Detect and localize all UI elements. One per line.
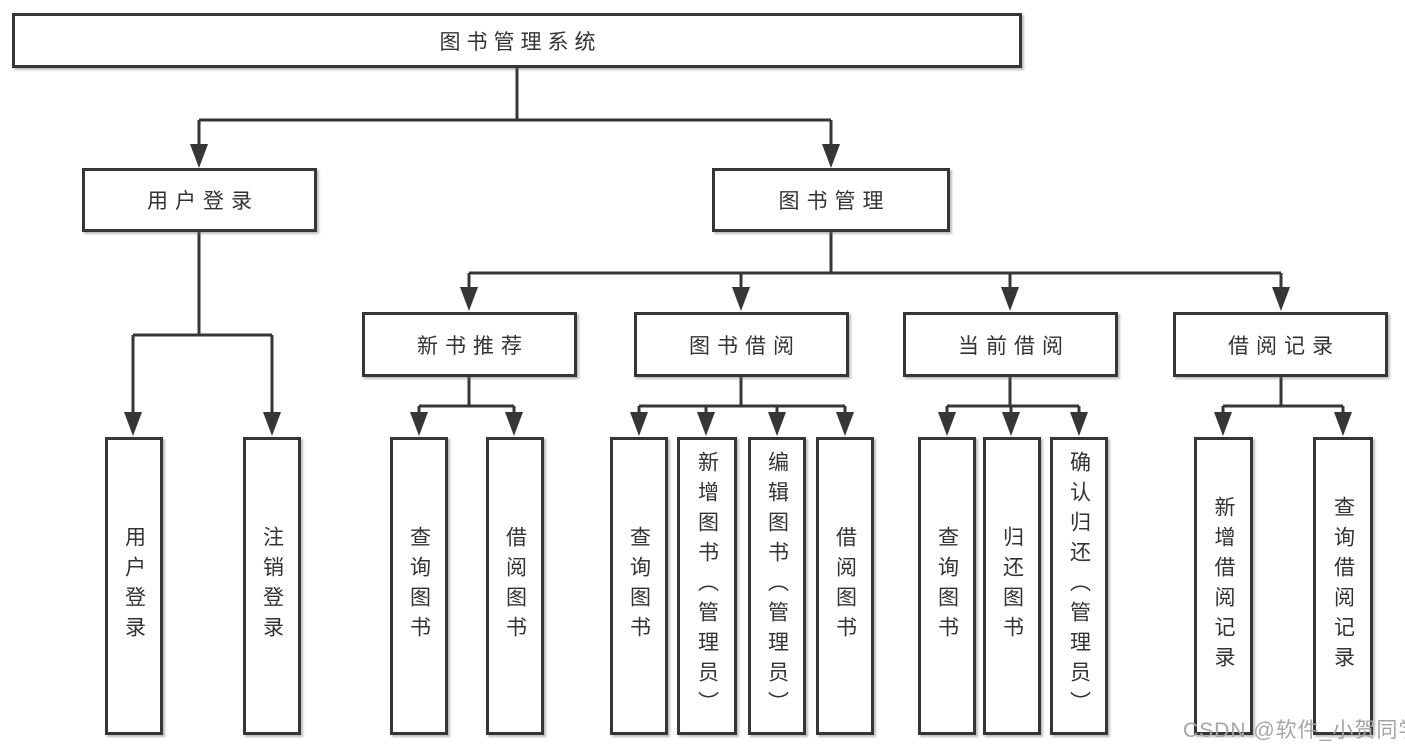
- node-current-borrowing: 当前借阅: [903, 312, 1118, 377]
- leaf-add-books-admin: 新增图书（管理员）: [677, 437, 737, 735]
- leaf-query-books-recommend: 查询图书: [390, 437, 448, 735]
- arrow-down-icon: [124, 412, 142, 436]
- leaf-return-books: 归还图书: [983, 437, 1041, 735]
- leaf-add-borrow-record: 新增借阅记录: [1194, 437, 1253, 735]
- arrow-down-icon: [505, 412, 523, 436]
- arrow-down-icon: [768, 412, 786, 436]
- leaf-borrow-books-recommend: 借阅图书: [486, 437, 544, 735]
- leaf-confirm-return-admin: 确认归还（管理员）: [1050, 437, 1108, 735]
- node-borrowing-records: 借阅记录: [1173, 312, 1388, 377]
- arrow-down-icon: [938, 412, 956, 436]
- arrow-down-icon: [410, 412, 428, 436]
- leaf-confirm-return-admin-label: 确认归还（管理员）: [1067, 451, 1091, 721]
- connector-book-borrowing-to-leaves: [630, 377, 854, 436]
- leaf-query-borrow-record: 查询借阅记录: [1313, 437, 1373, 735]
- node-new-book-recommendation: 新书推荐: [362, 312, 577, 377]
- connector-root-to-level2: [190, 68, 840, 168]
- leaf-user-login: 用户登录: [105, 437, 163, 735]
- leaf-borrow-books-borrowing-label: 借阅图书: [833, 526, 857, 646]
- arrow-down-icon: [732, 287, 750, 311]
- connector-user-login-to-leaves: [124, 232, 281, 436]
- leaf-query-books-current-label: 查询图书: [935, 526, 959, 646]
- arrow-down-icon: [836, 412, 854, 436]
- arrow-down-icon: [460, 287, 478, 311]
- node-book-borrowing: 图书借阅: [634, 312, 849, 377]
- node-borrowing-records-label: 借阅记录: [1228, 334, 1340, 358]
- arrow-down-icon: [822, 144, 840, 168]
- node-user-login-label: 用户登录: [147, 190, 259, 213]
- node-user-login: 用户登录: [82, 168, 317, 232]
- leaf-edit-books-admin-label: 编辑图书（管理员）: [765, 451, 789, 721]
- node-root-label: 图书管理系统: [439, 30, 602, 54]
- arrow-down-icon: [630, 412, 648, 436]
- arrow-down-icon: [190, 144, 208, 168]
- arrow-down-icon: [1272, 287, 1290, 311]
- arrow-down-icon: [697, 412, 715, 436]
- arrow-down-icon: [1334, 412, 1352, 436]
- node-book-management-label: 图书管理: [778, 190, 891, 213]
- arrow-down-icon: [1002, 412, 1020, 436]
- arrow-down-icon: [263, 412, 281, 436]
- node-new-book-recommendation-label: 新书推荐: [417, 334, 529, 358]
- arrow-down-icon: [1070, 412, 1088, 436]
- connector-borrowing-records-to-leaves: [1214, 377, 1352, 436]
- connector-current-borrowing-to-leaves: [938, 377, 1088, 436]
- leaf-query-borrow-record-label: 查询借阅记录: [1331, 496, 1355, 676]
- leaf-borrow-books-recommend-label: 借阅图书: [503, 526, 527, 646]
- arrow-down-icon: [1214, 412, 1232, 436]
- connector-book-management-to-level3: [460, 232, 1290, 311]
- node-book-borrowing-label: 图书借阅: [689, 334, 801, 358]
- node-book-management: 图书管理: [712, 168, 950, 232]
- leaf-query-books-recommend-label: 查询图书: [407, 526, 431, 646]
- connector-new-book-recommendation-to-leaves: [410, 377, 523, 436]
- leaf-add-books-admin-label: 新增图书（管理员）: [695, 451, 719, 721]
- leaf-edit-books-admin: 编辑图书（管理员）: [748, 437, 806, 735]
- leaf-query-books-borrowing-label: 查询图书: [627, 526, 651, 646]
- node-root: 图书管理系统: [12, 13, 1022, 68]
- watermark: CSDN @软件_小贺同学: [1183, 719, 1405, 742]
- leaf-add-borrow-record-label: 新增借阅记录: [1212, 496, 1235, 676]
- leaf-borrow-books-borrowing: 借阅图书: [816, 437, 874, 735]
- leaf-user-login-label: 用户登录: [122, 526, 146, 646]
- leaf-return-books-label: 归还图书: [1000, 526, 1024, 646]
- node-current-borrowing-label: 当前借阅: [958, 334, 1070, 358]
- leaf-query-books-current: 查询图书: [918, 437, 976, 735]
- leaf-query-books-borrowing: 查询图书: [610, 437, 668, 735]
- arrow-down-icon: [1001, 287, 1019, 311]
- leaf-logout-login: 注销登录: [243, 437, 301, 735]
- leaf-logout-login-label: 注销登录: [260, 526, 284, 646]
